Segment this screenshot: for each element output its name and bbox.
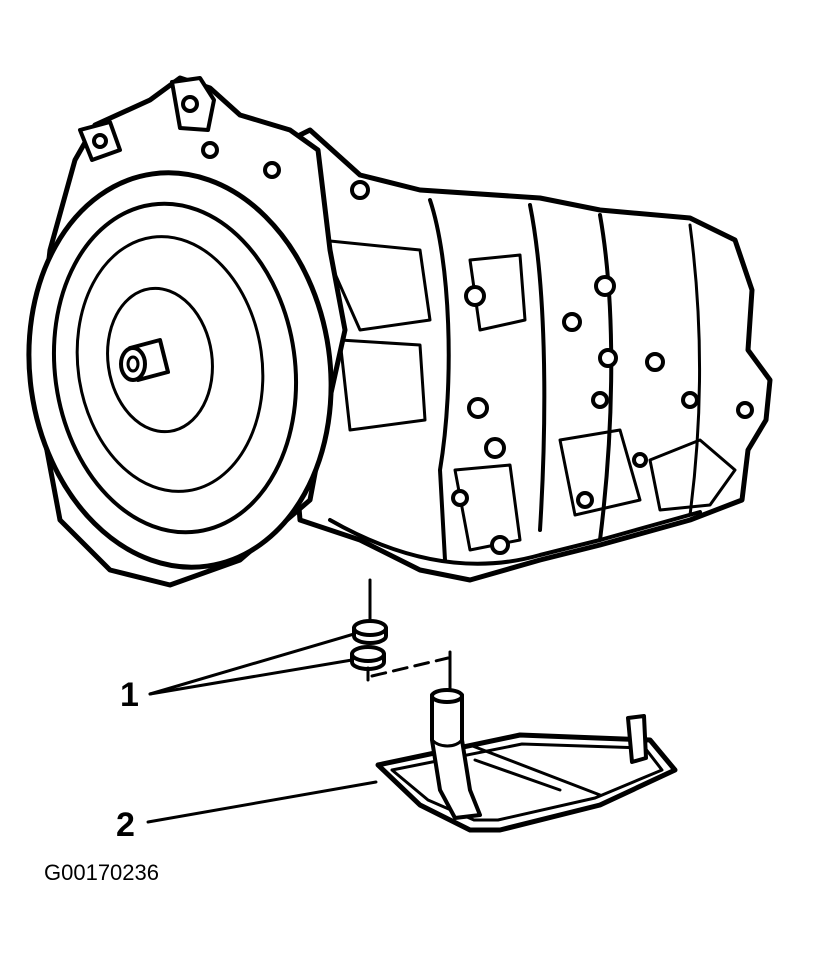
case-bolt: [632, 452, 648, 468]
callout-2: 2: [116, 806, 135, 844]
leader-2: [146, 780, 378, 824]
transmission-assembly: [26, 75, 773, 588]
callout-1: 1: [120, 676, 139, 714]
case-bolt: [594, 275, 616, 297]
torque-converter-ring-1: [51, 201, 299, 535]
case-rib-4: [688, 223, 701, 517]
case-rib-2: [528, 203, 547, 532]
case-bolt: [490, 535, 510, 555]
case-bolt: [736, 401, 754, 419]
ear-hole: [92, 133, 108, 149]
filter-inner-edge: [390, 742, 664, 822]
torque-converter-outer: [26, 170, 334, 570]
input-shaft: [119, 338, 170, 382]
bellhousing-bolt: [263, 161, 281, 179]
case-detail-2: [338, 338, 427, 432]
case-lower-edge: [328, 510, 702, 566]
transmission-case: [267, 127, 773, 583]
bellhousing-bolt: [201, 141, 219, 159]
filter-tab: [626, 714, 648, 764]
ear-hole: [181, 95, 199, 113]
filter-seals: [350, 578, 452, 692]
case-bolt: [464, 285, 486, 307]
case-bolt: [598, 348, 618, 368]
transmission-filter: [375, 688, 678, 833]
case-bolt: [562, 312, 582, 332]
case-detail-4: [648, 438, 737, 512]
seal-ring-upper: [352, 619, 388, 645]
torque-converter-ring-2: [75, 235, 265, 493]
leader-1-lower: [148, 658, 354, 696]
leader-lines: [146, 632, 378, 824]
case-detail-1: [318, 238, 432, 332]
case-bolt: [591, 391, 609, 409]
case-bolt: [350, 180, 370, 200]
case-detail-6: [453, 463, 522, 552]
seal-ring-lower: [350, 645, 386, 671]
case-bolt: [467, 397, 489, 419]
case-bolt: [451, 489, 469, 507]
leader-1-upper: [148, 632, 356, 696]
filter-rib: [468, 743, 602, 797]
torque-converter-ring-3: [106, 286, 214, 434]
case-bolt: [484, 437, 506, 459]
install-guide-dashed: [370, 656, 450, 678]
case-bolt: [576, 491, 594, 509]
filter-pickup-tube: [430, 688, 482, 820]
figure-id: G00170236: [44, 860, 159, 885]
case-bolt: [645, 352, 665, 372]
case-rib-1: [428, 198, 451, 562]
case-detail-3: [558, 428, 642, 517]
filter-rib: [473, 758, 562, 792]
case-bolt: [681, 391, 699, 409]
